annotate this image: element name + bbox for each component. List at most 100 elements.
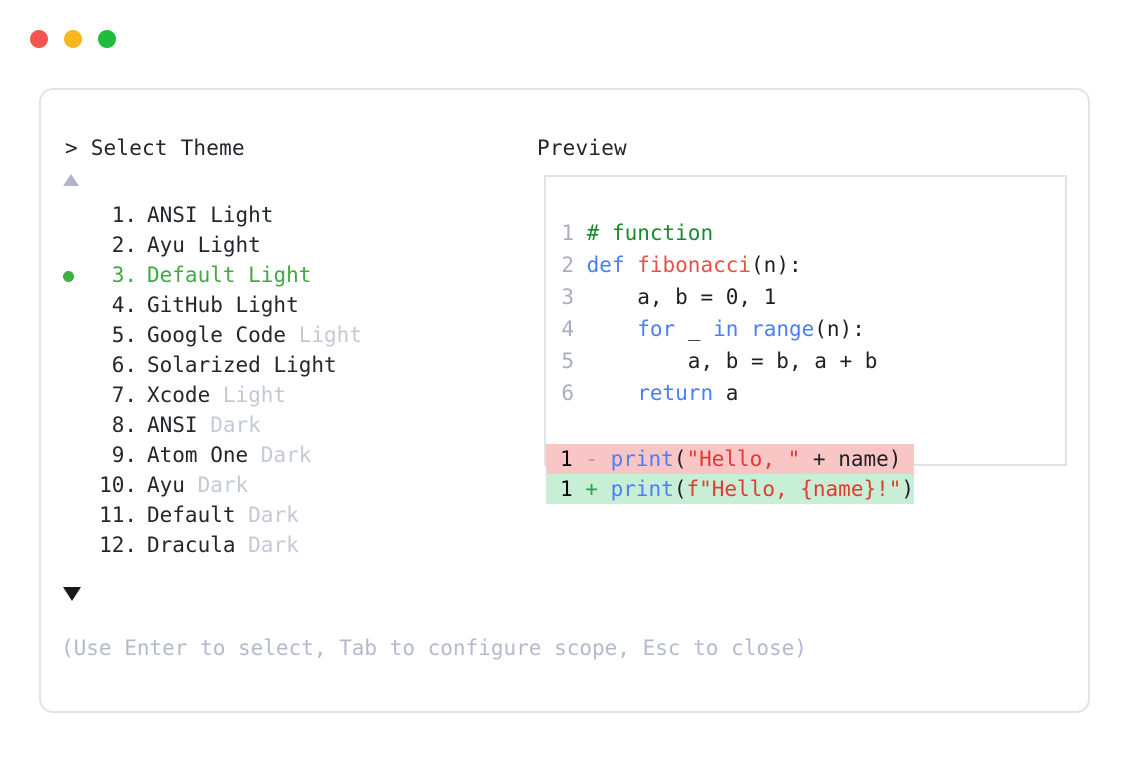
theme-item-name: ANSI: [147, 203, 198, 227]
code-line: 3 a, b = 0, 1: [560, 281, 877, 313]
theme-item-variant: Dark: [248, 443, 312, 467]
scroll-down-icon[interactable]: [63, 587, 81, 601]
theme-list-item[interactable]: 9. Atom One Dark: [59, 440, 499, 470]
window-minimize-button[interactable]: [64, 30, 82, 48]
theme-item-number: 4.: [111, 293, 137, 317]
code-token: (n):: [814, 317, 865, 341]
theme-item-name: Ayu: [147, 473, 185, 497]
theme-list-item[interactable]: 4.GitHub Light: [59, 290, 499, 320]
theme-item-name: Solarized: [147, 353, 261, 377]
theme-item-name: Dracula: [147, 533, 236, 557]
diff-line-number: 1: [560, 447, 573, 471]
theme-item-name: Google Code: [147, 323, 287, 347]
code-token: # function: [586, 221, 714, 245]
diff-block: 1 - print("Hello, " + name)1 + print(f"H…: [546, 444, 915, 504]
code-token: range: [751, 317, 815, 341]
theme-item-number: 7.: [111, 383, 137, 407]
code-line-number: 6: [561, 381, 574, 405]
code-token: (n):: [751, 253, 802, 277]
diff-token: print: [610, 447, 674, 471]
code-token: fibonacci: [637, 253, 752, 277]
theme-item-variant: Dark: [184, 473, 249, 497]
window-close-button[interactable]: [30, 30, 48, 48]
code-line-number: 3: [561, 285, 574, 309]
theme-list-item[interactable]: 3.Default Light: [59, 260, 499, 290]
theme-item-number: 11.: [99, 503, 137, 527]
code-token: [587, 381, 638, 405]
theme-item-name: Default: [147, 263, 236, 287]
theme-list-item[interactable]: 8.ANSI Dark: [59, 410, 499, 440]
code-gutter-space: [574, 381, 587, 405]
theme-list-item[interactable]: 6. Solarized Light: [59, 350, 499, 380]
window-maximize-button[interactable]: [98, 30, 116, 48]
theme-item-variant: Light: [286, 323, 362, 347]
prompt-marker: >: [65, 136, 78, 160]
theme-item-number: 5.: [111, 323, 137, 347]
diff-line-content: 1 + print(f"Hello, {name}!"): [546, 474, 914, 504]
code-gutter-space: [574, 349, 587, 373]
diff-line-content: 1 - print("Hello, " + name): [546, 444, 901, 474]
theme-list-item[interactable]: 1. ANSI Light: [59, 200, 499, 230]
prompt-header: > Select Theme: [65, 136, 245, 160]
theme-item-name: Atom One: [147, 443, 249, 467]
code-line-number: 2: [561, 253, 574, 277]
theme-item-variant: Light: [210, 383, 287, 407]
theme-item-number: 12.: [99, 533, 137, 557]
code-token: return: [637, 381, 714, 405]
theme-item-variant: Light: [197, 203, 274, 227]
theme-item-variant: Dark: [235, 503, 299, 527]
diff-token: "Hello, ": [686, 447, 801, 471]
selected-bullet-icon: [63, 271, 74, 282]
diff-removed-line: 1 - print("Hello, " + name): [546, 444, 915, 474]
theme-item-number: 2.: [111, 233, 137, 257]
diff-line-number: 1: [560, 477, 573, 501]
code-gutter-space: [574, 285, 587, 309]
code-line-number: 5: [561, 349, 574, 373]
code-line-number: 1: [561, 221, 574, 245]
theme-item-variant: Dark: [197, 413, 261, 437]
code-line: 6 return a: [560, 377, 877, 409]
code-token: a: [713, 381, 739, 405]
theme-item-variant: Light: [260, 353, 337, 377]
theme-list-item[interactable]: 12. Dracula Dark: [59, 530, 499, 560]
code-line: 4 for _ in range(n):: [560, 313, 877, 345]
diff-token: + name): [800, 447, 902, 471]
theme-item-variant: Light: [184, 233, 261, 257]
theme-item-name: Default: [147, 503, 236, 527]
code-line: 1 # function: [560, 217, 877, 249]
theme-item-number: 9.: [111, 443, 137, 467]
preview-header: Preview: [537, 136, 627, 160]
diff-token: (: [673, 447, 687, 471]
code-token: a, b = b, a + b: [586, 349, 878, 373]
code-token: for: [637, 317, 676, 341]
code-gutter-space: [574, 253, 587, 277]
diff-marker: -: [572, 447, 611, 471]
scroll-up-icon[interactable]: [63, 174, 79, 186]
theme-item-name: Xcode: [147, 383, 211, 407]
theme-item-number: 6.: [111, 353, 137, 377]
theme-list-item[interactable]: 5. Google Code Light: [59, 320, 499, 350]
diff-token: (: [673, 477, 687, 501]
diff-marker: +: [572, 477, 611, 501]
theme-list-item[interactable]: 10.Ayu Dark: [59, 470, 499, 500]
theme-list-item[interactable]: 7. Xcode Light: [59, 380, 499, 410]
theme-item-number: 1.: [111, 203, 137, 227]
code-line: 2 def fibonacci(n):: [560, 249, 877, 281]
theme-item-variant: Dark: [235, 533, 299, 557]
code-gutter-space: [574, 221, 587, 245]
theme-list-item[interactable]: 2.Ayu Light: [59, 230, 499, 260]
code-line: 5 a, b = b, a + b: [560, 345, 877, 377]
diff-token: f"Hello, {name}!": [686, 477, 902, 501]
theme-list-item[interactable]: 11. Default Dark: [59, 500, 499, 530]
theme-item-number: 8.: [111, 413, 137, 437]
theme-item-name: GitHub: [147, 293, 223, 317]
code-token: def: [586, 253, 638, 277]
theme-item-number: 3.: [111, 263, 137, 287]
page-title: Select Theme: [90, 136, 245, 160]
diff-added-line: 1 + print(f"Hello, {name}!"): [546, 474, 915, 504]
code-gutter-space: [574, 317, 587, 341]
